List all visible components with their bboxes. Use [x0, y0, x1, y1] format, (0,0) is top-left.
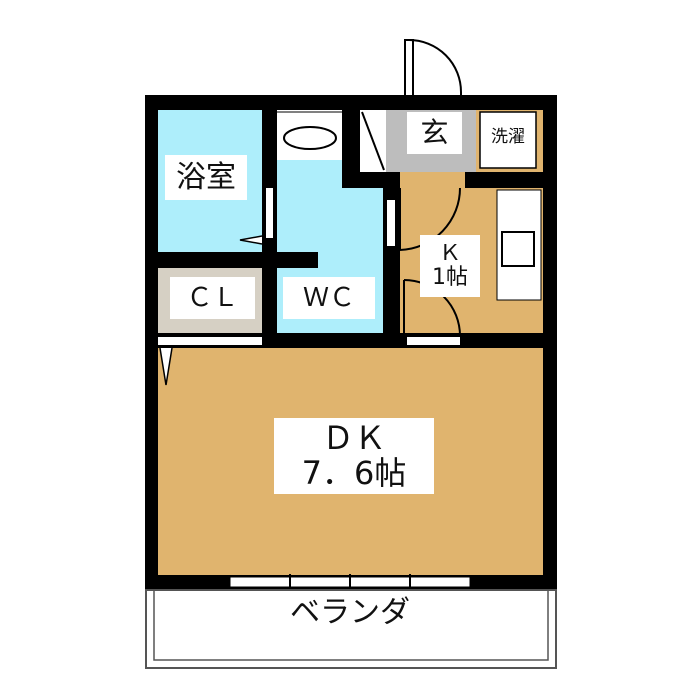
room-label-closet: ＣＬ [170, 277, 255, 319]
kitchen-label-line1: Ｋ [438, 240, 461, 266]
room-label-balcony: ベランダ [290, 594, 410, 630]
wc-mid [342, 188, 383, 198]
room-label-wc: ＷＣ [283, 277, 375, 319]
room-label-dk: ＤＫ 7．6帖 [274, 418, 434, 494]
kitchen-label-line2: 1帖 [432, 265, 468, 290]
room-label-laundry: 洗濯 [483, 120, 533, 154]
room-label-bath: 浴室 [165, 155, 247, 200]
entry-door-icon [404, 39, 462, 100]
dk-label-line2: 7．6帖 [301, 454, 407, 492]
room-label-entrance: 玄 [407, 112, 462, 154]
room-label-kitchen: Ｋ 1帖 [420, 235, 480, 297]
dk-label-line1: ＤＫ [321, 418, 386, 457]
washbasin-icon [283, 126, 337, 150]
balcony-window [229, 574, 471, 590]
sink-icon [501, 231, 535, 267]
wall-kitchen-top [465, 172, 543, 188]
balcony [145, 589, 557, 669]
wall-toilet-side [342, 110, 360, 188]
